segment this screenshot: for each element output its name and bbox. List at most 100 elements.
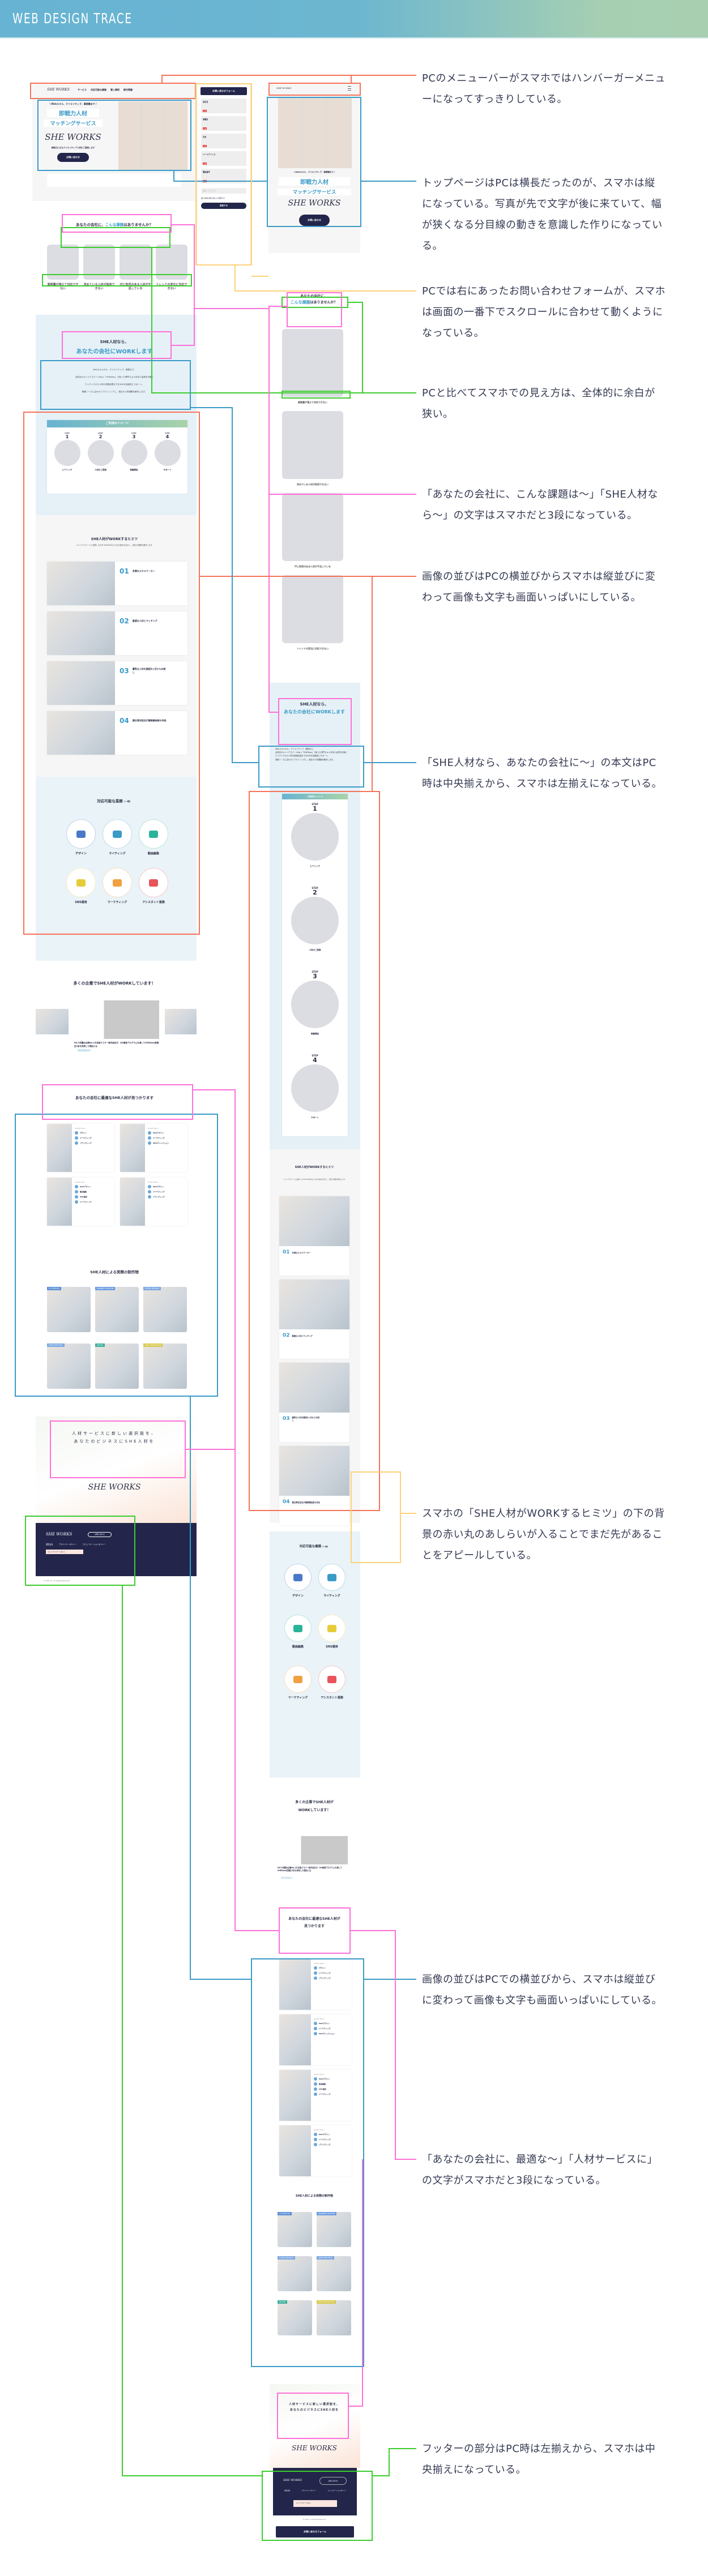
task-item: アシスタント業務 xyxy=(139,868,168,904)
work-item[interactable]: FLYER DESIGN xyxy=(278,2256,312,2291)
secret-photo xyxy=(47,611,115,655)
form-field[interactable]: 電話番号必須 xyxy=(201,169,246,183)
skill-item: マーケティング xyxy=(75,1200,92,1204)
annotation-spacing: PCと比べてスマホでの見え方は、全体的に余白が狭い。 xyxy=(422,387,655,420)
hero-cta-button[interactable]: お問い合わせ xyxy=(57,153,89,162)
skill-icon xyxy=(314,2022,317,2025)
footer-badge[interactable]: キャリアスクールNo.1 xyxy=(46,1550,83,1554)
she-body-line: Webスキルから、クリエイティブ、事務まで。 xyxy=(275,748,315,750)
work-item[interactable]: LP DESIGN xyxy=(278,2212,312,2247)
pencil-glyph xyxy=(327,1573,336,1581)
hero-catch: \ Webスキル、クリエイティブ、事務職まで / xyxy=(49,102,97,105)
skill-name: Webデザイン xyxy=(153,1186,164,1188)
skill-item: 動画編集 xyxy=(75,1190,92,1193)
case-slide-main[interactable] xyxy=(74,1000,159,1039)
skill-item: SNS運用 xyxy=(75,1195,92,1199)
secret-number: 02 xyxy=(120,617,129,625)
work-item[interactable]: BANNER DESIGN xyxy=(317,2212,351,2247)
footer-link[interactable]: プライバシーポリシー xyxy=(58,1543,77,1546)
problem-caption: ITに知見のある人材が不足している xyxy=(120,283,151,290)
she-body-line: 女性向けキャリアスクールNo.1「SHElikes」で培った専門スキルを持つ会員… xyxy=(75,376,154,378)
nav-item-3[interactable]: 制作実績 xyxy=(123,88,133,91)
step-illustration xyxy=(54,440,80,466)
form-agree-checkbox[interactable]: 個人情報の取り扱いに同意する xyxy=(201,197,225,199)
skill-icon xyxy=(314,2087,317,2091)
sp-tasks-title: 対応可能な業務（一例） xyxy=(299,1545,330,1548)
footer-contact-button[interactable]: お問い合わせ xyxy=(88,1532,112,1537)
nav-item-0[interactable]: サービス xyxy=(78,88,87,91)
nav-item-1[interactable]: 対応可能な業務 xyxy=(91,88,106,91)
sp-footer-badge[interactable]: キャリアスクールNo.1 xyxy=(293,2500,337,2507)
nav-item-2[interactable]: 導入事例 xyxy=(110,88,120,91)
task-item: SNS運用 xyxy=(318,1615,346,1649)
work-item[interactable]: SNS OPERATION xyxy=(317,2300,351,2335)
pc-works-title: SHE人材による実際の制作物 xyxy=(90,1270,139,1274)
work-item[interactable]: BANNER DESIGN xyxy=(95,1287,139,1332)
footer-link[interactable]: プライバシーポリシー xyxy=(301,2490,317,2492)
chart-icon xyxy=(284,1666,312,1693)
sp-form-button[interactable]: お問い合わせフォーム xyxy=(276,2526,354,2538)
hero-sub: 即戦力になるクリエイティブ人材をご提案します xyxy=(51,147,95,149)
palette-glyph xyxy=(76,830,86,838)
skill-item: マーケティング xyxy=(148,1136,169,1140)
form-field[interactable]: 会社名必須 xyxy=(201,99,246,113)
skill-label: GOOD SKILL xyxy=(148,1127,159,1129)
pc-hero-text: \ Webスキル、クリエイティブ、事務職まで / 即戦力人材 マッチングサービス… xyxy=(39,102,107,162)
work-item[interactable]: FLYER DESIGN xyxy=(143,1287,187,1332)
case-slide-prev[interactable] xyxy=(36,1009,69,1034)
sp-match-title: あなたの会社に最適なSHE人材が見つかります xyxy=(288,1917,340,1928)
step-illustration xyxy=(121,440,147,466)
skill-icon xyxy=(314,2143,317,2146)
annotation-form: PCでは右にあったお問い合わせフォームが、スマホは画面の一番下でスクロールに合わ… xyxy=(422,285,666,339)
footer-link[interactable]: コミュニケーションポリシー xyxy=(327,2490,347,2492)
sp-case-caption[interactable]: DX人材輩出企業No.1を目指すコクー株式会社が、DX推進プログラムを通してSH… xyxy=(278,1867,342,1872)
form-submit-button[interactable]: 送信する xyxy=(201,203,246,209)
work-item[interactable]: MOVIE xyxy=(95,1343,139,1389)
form-select[interactable]: 選択してください xyxy=(201,188,246,194)
sp-logo[interactable]: SHE WORKS xyxy=(276,87,292,89)
sp-hero-cta-button[interactable]: お問い合わせ xyxy=(299,215,330,226)
pc-logo[interactable]: SHE WORKS xyxy=(47,88,70,92)
work-item[interactable]: WEB WRITING xyxy=(317,2256,351,2291)
hamburger-menu-icon[interactable] xyxy=(348,86,351,91)
skill-item: 動画編集 xyxy=(314,2082,331,2086)
skill-icon xyxy=(314,1966,317,1970)
step-illustration xyxy=(291,813,339,861)
skill-item: SNS運用 xyxy=(314,2087,331,2091)
hero-line1: 即戦力人材 xyxy=(47,109,99,117)
footer-link[interactable]: コミュニケーションポリシー xyxy=(82,1543,106,1546)
work-item[interactable]: SNS OPERATION xyxy=(143,1343,187,1389)
skill-name: Webデザイン xyxy=(319,2022,330,2025)
form-field[interactable]: 部署名必須 xyxy=(201,116,246,131)
task-name: アシスタント業務 xyxy=(142,901,165,904)
footer-link[interactable]: 運営会社 xyxy=(284,2490,291,2492)
secret-photo xyxy=(279,1196,349,1246)
form-field[interactable]: メールアドレス必須 xyxy=(201,151,246,166)
work-item[interactable]: MOVIE xyxy=(278,2300,312,2335)
skill-label: GOOD SKILL xyxy=(148,1181,159,1183)
client-logos xyxy=(47,174,181,187)
form-field[interactable]: 氏名必須 xyxy=(201,134,246,148)
case-slide-next[interactable] xyxy=(165,1009,197,1034)
sp-problem-item: トレンドの変化に対応できない xyxy=(282,575,343,651)
sp-case-slide[interactable] xyxy=(276,1836,348,1864)
skill-name: Webディレクション xyxy=(319,2032,335,2035)
skill-item: マーケティング xyxy=(314,2138,331,2141)
sp-hero-logo: SHE WORKS xyxy=(288,199,341,208)
sp-footer-contact-button[interactable]: お問い合わせ xyxy=(319,2477,347,2485)
secret-number: 03 xyxy=(120,667,129,675)
skill-item: Webデザイン xyxy=(314,2077,331,2081)
work-item[interactable]: WEB WRITING xyxy=(47,1343,91,1389)
pc-case-caption[interactable]: DX人材輩出企業No.1を目指すコクー株式会社が、DX推進プログラムを通してSH… xyxy=(74,1042,159,1047)
skill-icon xyxy=(314,2077,317,2081)
work-item[interactable]: LP DESIGN xyxy=(47,1287,91,1332)
footer-link[interactable]: 運営会社 xyxy=(46,1543,53,1546)
